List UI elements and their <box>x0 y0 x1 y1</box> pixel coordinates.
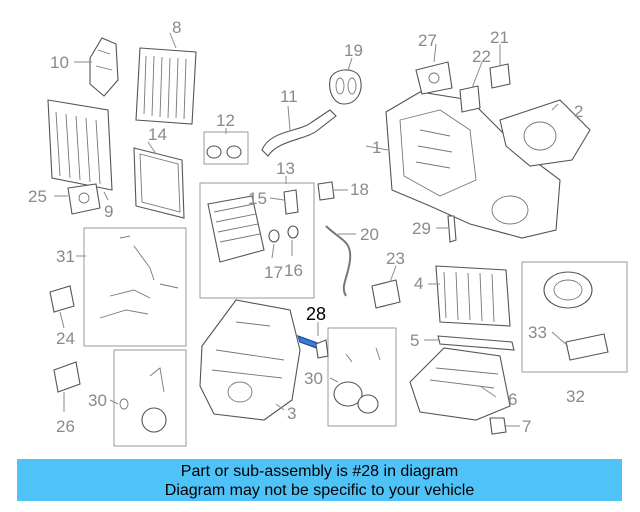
part-32-blower <box>543 271 593 309</box>
part-5-seal <box>437 335 515 351</box>
part-22-actuator <box>459 85 481 113</box>
part-11-pipe <box>261 109 337 157</box>
group-box-30-left <box>113 349 187 447</box>
callout-22: 22 <box>472 47 491 66</box>
callout-10: 10 <box>50 53 69 72</box>
callout-labels: 1 2 3 4 5 6 7 8 9 10 11 12 13 14 15 16 1… <box>28 18 585 436</box>
callout-23: 23 <box>386 249 405 268</box>
callout-8: 8 <box>172 18 181 37</box>
group-box-32 <box>521 261 628 373</box>
part-1-housing <box>385 91 561 239</box>
part-26-actuator <box>53 361 81 393</box>
part-28-highlighted <box>297 335 329 359</box>
part-3-housing <box>199 299 301 421</box>
part-10-bracket <box>89 37 119 97</box>
callout-27: 27 <box>418 31 437 50</box>
callout-7: 7 <box>522 417 531 436</box>
leader-lines <box>54 32 569 427</box>
callout-29: 29 <box>412 219 431 238</box>
part-33-resistor <box>565 333 609 361</box>
part-23-actuator <box>371 279 401 309</box>
callout-16: 16 <box>284 261 303 280</box>
callout-25: 25 <box>28 187 47 206</box>
part-29-sensor <box>447 215 457 243</box>
part-24-actuator <box>49 285 75 313</box>
part-27-actuator <box>415 61 453 95</box>
callout-6: 6 <box>508 390 517 409</box>
part-9-evaporator <box>47 99 113 191</box>
callout-9: 9 <box>104 202 113 221</box>
part-13-core <box>207 195 265 263</box>
callout-19: 19 <box>344 41 363 60</box>
part-15-sensor <box>283 189 299 215</box>
callout-12: 12 <box>216 111 235 130</box>
part-18-clip <box>317 181 335 201</box>
part-30-right-flaps <box>333 347 381 414</box>
callout-30-right: 30 <box>304 369 323 388</box>
callout-24: 24 <box>56 329 75 348</box>
callout-31: 31 <box>56 247 75 266</box>
callout-30-left: 30 <box>88 391 107 410</box>
parts-diagram: 1 2 3 4 5 6 7 8 9 10 11 12 13 14 15 16 1… <box>28 18 628 447</box>
part-21-actuator <box>489 63 511 89</box>
group-box-13 <box>199 182 315 299</box>
callout-26: 26 <box>56 417 75 436</box>
banner-line-1: Part or sub-assembly is #28 in diagram <box>180 463 459 480</box>
callout-28: 28 <box>306 304 326 324</box>
part-30-left-flaps <box>119 367 167 433</box>
callout-21: 21 <box>490 28 509 47</box>
banner-line-2: Diagram may not be specific to your vehi… <box>164 482 475 499</box>
part-31-links <box>99 235 179 319</box>
callout-5: 5 <box>410 331 419 350</box>
callout-1: 1 <box>372 138 381 157</box>
callout-4: 4 <box>414 274 423 293</box>
part-16-seal <box>287 225 299 239</box>
part-12-seals <box>206 145 242 159</box>
callout-3: 3 <box>287 404 296 423</box>
part-25-actuator <box>67 183 101 215</box>
part-17-seal <box>268 229 280 243</box>
part-20-hose <box>325 225 352 297</box>
part-2-housing-section <box>499 99 591 167</box>
part-7-plug <box>489 417 507 435</box>
callout-13: 13 <box>276 159 295 178</box>
callout-18: 18 <box>350 180 369 199</box>
part-14-filter <box>133 147 185 219</box>
callout-11: 11 <box>280 87 298 106</box>
group-box-31 <box>83 227 187 347</box>
callout-15: 15 <box>248 189 267 208</box>
callout-32: 32 <box>566 387 585 406</box>
callout-17: 17 <box>264 263 283 282</box>
part-6-tray <box>409 347 511 421</box>
part-8-heater-core <box>135 47 197 125</box>
callout-2: 2 <box>574 102 583 121</box>
callout-33: 33 <box>528 323 547 342</box>
part-19-seal <box>329 69 362 105</box>
group-box-30-right <box>327 327 397 427</box>
callout-20: 20 <box>360 225 379 244</box>
part-4-filter <box>435 265 511 327</box>
info-banner: Part or sub-assembly is #28 in diagram D… <box>17 459 622 501</box>
callout-14: 14 <box>148 125 167 144</box>
